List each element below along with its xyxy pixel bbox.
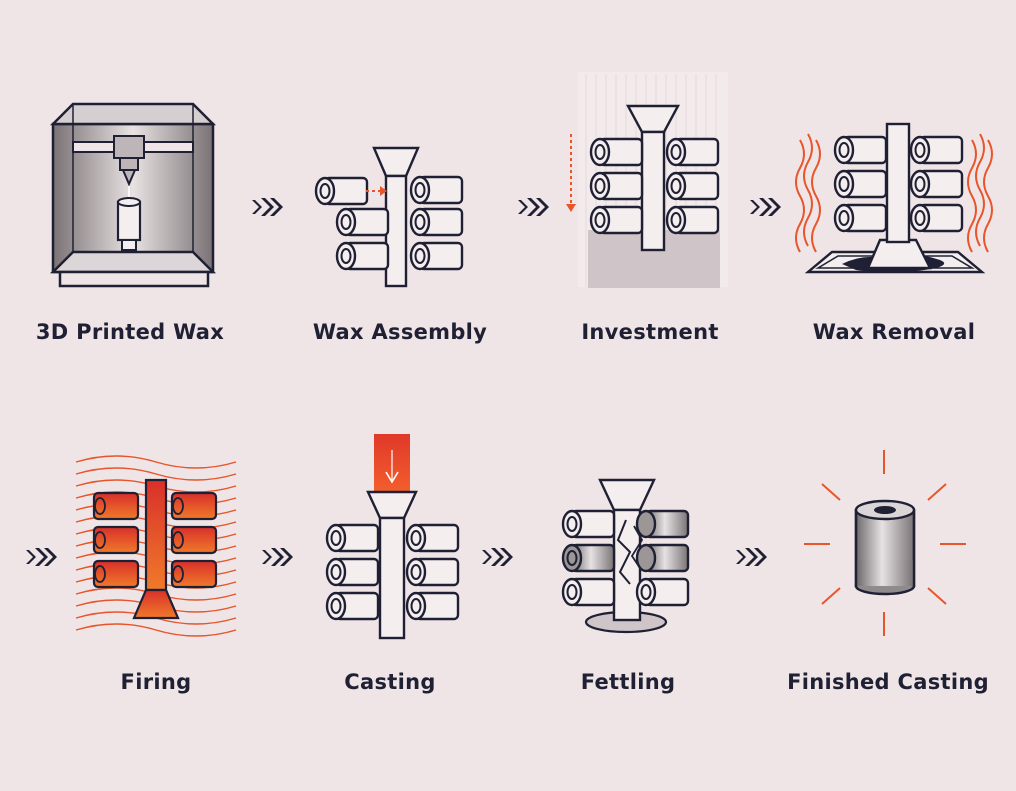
fettling-icon bbox=[561, 478, 690, 634]
firing-icon bbox=[75, 455, 237, 637]
casting-icon bbox=[325, 434, 460, 640]
step-label-firing: Firing bbox=[120, 670, 192, 694]
wax-tree-icon bbox=[314, 146, 464, 288]
wax-removal-icon bbox=[795, 122, 993, 274]
step-label-wax-assembly: Wax Assembly bbox=[312, 320, 488, 344]
chevron-arrow-icon bbox=[252, 198, 283, 216]
chevron-arrow-icon bbox=[736, 548, 767, 566]
step-label-wax-removal: Wax Removal bbox=[812, 320, 976, 344]
chevron-arrow-icon bbox=[518, 198, 549, 216]
step-label-3d-printed-wax: 3D Printed Wax bbox=[35, 320, 225, 344]
chevron-arrow-icon bbox=[262, 548, 293, 566]
investment-shell-icon bbox=[566, 72, 728, 288]
finished-casting-icon bbox=[804, 450, 966, 636]
step-label-finished-casting: Finished Casting bbox=[787, 670, 989, 694]
chevron-arrow-icon bbox=[750, 198, 781, 216]
step-label-investment: Investment bbox=[581, 320, 719, 344]
printer-icon bbox=[49, 102, 217, 288]
step-label-casting: Casting bbox=[344, 670, 436, 694]
chevron-arrow-icon bbox=[482, 548, 513, 566]
step-label-fettling: Fettling bbox=[580, 670, 676, 694]
chevron-arrow-icon bbox=[26, 548, 57, 566]
